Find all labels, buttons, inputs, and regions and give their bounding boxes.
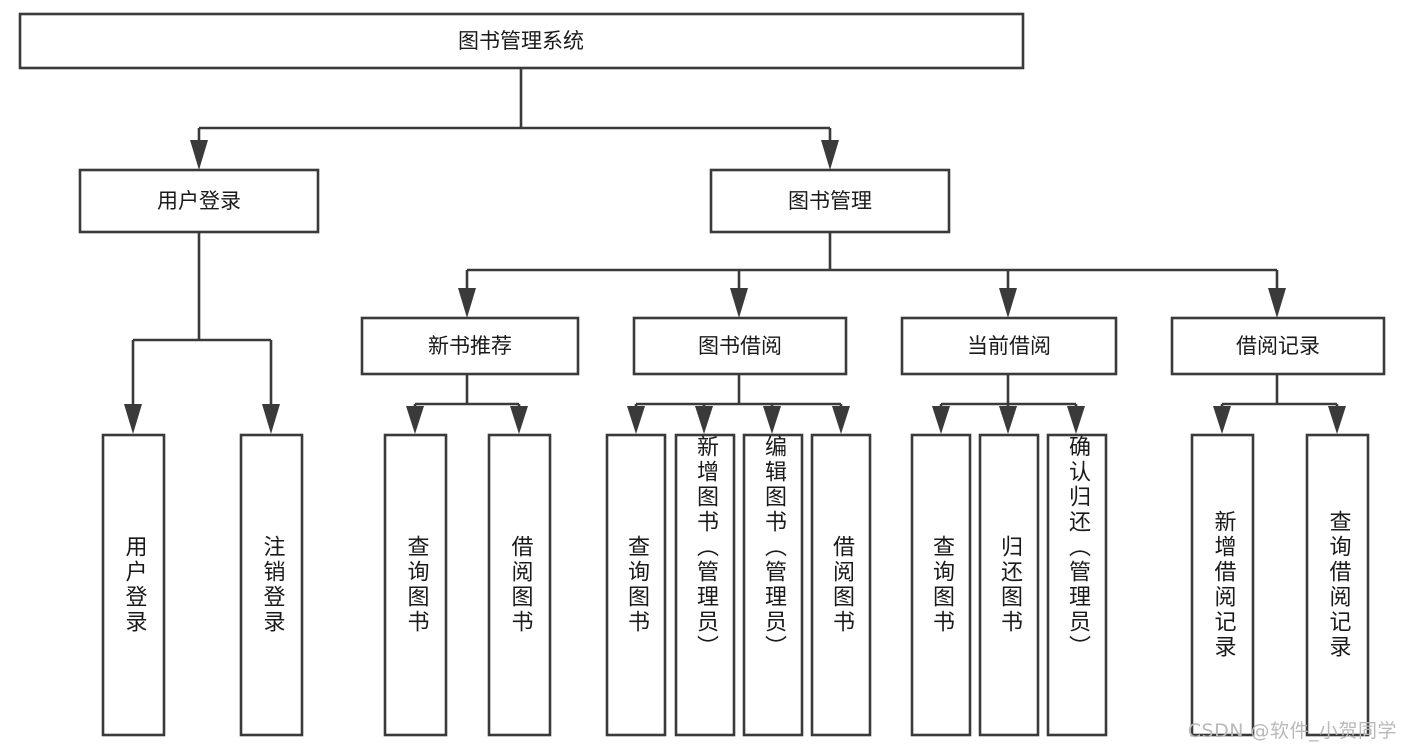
arrowhead-current-borrow <box>999 288 1017 318</box>
arrowhead-leaf-borrow-book-2 <box>832 406 850 434</box>
node-box-leaf-borrow-book-2[interactable] <box>810 433 872 737</box>
node-label-root: 图书管理系统 <box>458 29 584 53</box>
arrowhead-userlogin <box>190 140 208 170</box>
node-label-book-borrow: 图书借阅 <box>698 334 782 358</box>
connector-group-currentborrow <box>932 374 1085 434</box>
arrowhead-borrow-record <box>1268 288 1286 318</box>
watermark-text: CSDN @软件_小贺同学 <box>1187 720 1397 742</box>
arrowhead-bookmgmt <box>821 140 839 170</box>
arrowhead-leaf-borrow-book-1 <box>510 406 528 434</box>
connector-group-bookborrow <box>627 374 850 434</box>
node-box-leaf-query-book-1[interactable] <box>383 433 448 737</box>
arrowhead-leaf-query-book-1 <box>406 406 424 434</box>
connector-group-bookmgmt <box>458 232 1286 318</box>
arrowhead-leaf-edit-book <box>763 406 781 434</box>
node-box-leaf-confirm-return[interactable] <box>1046 433 1108 737</box>
arrowhead-leaf-user-login <box>124 404 142 434</box>
node-box-book-borrow[interactable] <box>632 316 848 376</box>
node-box-leaf-user-logout[interactable] <box>239 433 304 737</box>
arrowhead-new-book-recommend <box>458 288 476 318</box>
node-label-current-borrow: 当前借阅 <box>967 334 1051 358</box>
arrowhead-leaf-confirm-return <box>1067 406 1085 434</box>
node-box-leaf-query-book-3[interactable] <box>910 433 972 737</box>
node-box-leaf-return-book[interactable] <box>978 433 1040 737</box>
node-box-user-login[interactable] <box>78 168 320 234</box>
arrowhead-leaf-query-book-2 <box>627 406 645 434</box>
connector-group-newbook <box>406 374 528 434</box>
arrowhead-leaf-return-book <box>999 406 1017 434</box>
node-box-leaf-user-login[interactable] <box>101 433 166 737</box>
node-box-root[interactable] <box>18 12 1025 70</box>
connector-group-root <box>190 68 839 170</box>
arrowhead-book-borrow <box>730 288 748 318</box>
node-box-leaf-edit-book[interactable] <box>742 433 804 737</box>
node-box-book-management[interactable] <box>709 168 951 234</box>
node-box-new-book-recommend[interactable] <box>360 316 580 376</box>
arrowhead-leaf-query-book-3 <box>932 406 950 434</box>
node-label-book-management: 图书管理 <box>788 189 872 213</box>
node-box-leaf-add-book[interactable] <box>674 433 736 737</box>
node-box-current-borrow[interactable] <box>900 316 1118 376</box>
node-box-leaf-add-record[interactable] <box>1190 433 1255 737</box>
node-box-leaf-borrow-book-1[interactable] <box>487 433 552 737</box>
connector-group-borrowrecord <box>1213 374 1346 434</box>
arrowhead-leaf-add-book <box>695 406 713 434</box>
node-label-borrow-record: 借阅记录 <box>1236 334 1320 358</box>
node-box-leaf-query-record[interactable] <box>1305 433 1370 737</box>
arrowhead-leaf-query-record <box>1328 406 1346 434</box>
node-label-new-book-recommend: 新书推荐 <box>428 334 512 358</box>
node-label-user-login: 用户登录 <box>157 189 241 213</box>
node-box-borrow-record[interactable] <box>1170 316 1386 376</box>
arrowhead-leaf-user-logout <box>262 404 280 434</box>
node-box-leaf-query-book-2[interactable] <box>605 433 667 737</box>
connector-group-userlogin <box>124 232 280 434</box>
arrowhead-leaf-add-record <box>1213 406 1231 434</box>
